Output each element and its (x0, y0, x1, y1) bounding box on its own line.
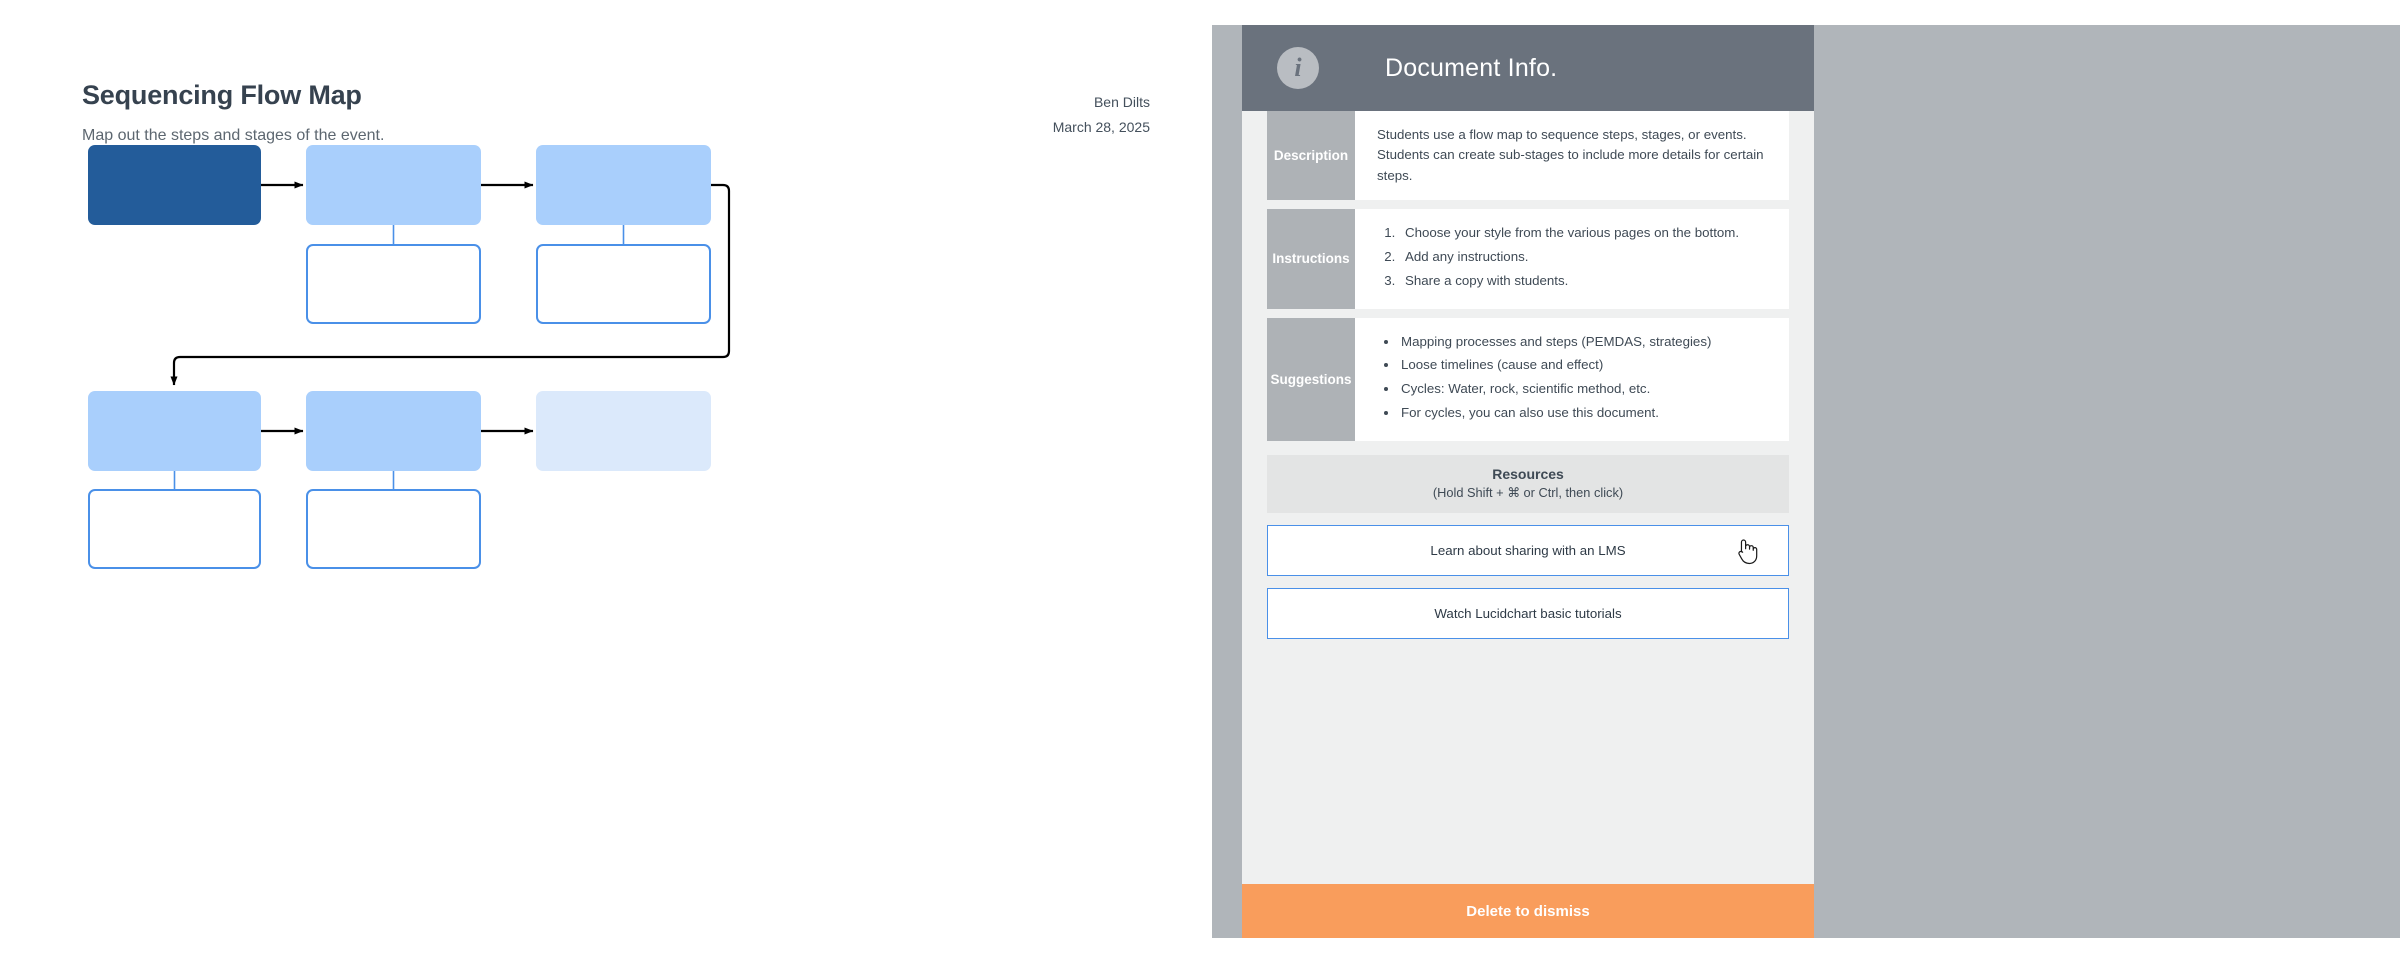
panel-title: Document Info. (1385, 53, 1558, 82)
flow-map-diagram (88, 145, 731, 569)
info-circle-icon: i (1277, 47, 1319, 89)
list-item: Share a copy with students. (1399, 271, 1771, 291)
resource-link-tutorials[interactable]: Watch Lucidchart basic tutorials (1267, 588, 1789, 640)
resource-link-label: Watch Lucidchart basic tutorials (1434, 606, 1622, 622)
instructions-list: Choose your style from the various pages… (1377, 223, 1771, 291)
document-date: March 28, 2025 (1052, 119, 1150, 135)
hand-pointer-cursor-icon (1738, 539, 1758, 564)
delete-to-dismiss-button[interactable]: Delete to dismiss (1242, 884, 1814, 938)
list-item: Mapping processes and steps (PEMDAS, str… (1399, 332, 1771, 352)
flow-node-step2[interactable] (536, 145, 711, 225)
resources-hint: (Hold Shift + ⌘ or Ctrl, then click) (1432, 484, 1624, 500)
row-body-description: Students use a flow map to sequence step… (1377, 127, 1764, 183)
list-item: Add any instructions. (1399, 247, 1771, 267)
list-item: For cycles, you can also use this docume… (1399, 403, 1771, 423)
flow-node-step1[interactable] (306, 145, 481, 225)
flow-node-sub3[interactable] (88, 489, 261, 569)
document-author: Ben Dilts (1093, 94, 1150, 110)
flow-node-sub2[interactable] (536, 244, 711, 324)
document-info-panel: i Document Info. Description Students us… (1242, 25, 1814, 938)
page-title: Sequencing Flow Map (82, 80, 362, 110)
info-row-instructions: Instructions Choose your style from the … (1267, 209, 1789, 309)
suggestions-list: Mapping processes and steps (PEMDAS, str… (1377, 332, 1771, 424)
row-label-description: Description (1267, 111, 1355, 201)
flow-node-step4[interactable] (306, 391, 481, 471)
row-body-suggestions: Mapping processes and steps (PEMDAS, str… (1355, 318, 1789, 441)
resource-link-lms[interactable]: Learn about sharing with an LMS (1267, 525, 1789, 577)
resource-link-label: Learn about sharing with an LMS (1430, 543, 1626, 559)
flow-node-step3[interactable] (88, 391, 261, 471)
row-body-instructions: Choose your style from the various pages… (1355, 209, 1789, 309)
flow-node-sub1[interactable] (306, 244, 481, 324)
resources-title: Resources (1492, 465, 1564, 482)
list-item: Choose your style from the various pages… (1399, 223, 1771, 243)
flow-connectors (170, 181, 731, 489)
row-label-suggestions: Suggestions (1267, 317, 1355, 441)
page-subtitle: Map out the steps and stages of the even… (82, 127, 385, 144)
info-row-suggestions: Suggestions Mapping processes and steps … (1267, 317, 1789, 441)
panel-header: i Document Info. (1242, 25, 1814, 111)
row-label-instructions: Instructions (1267, 209, 1355, 309)
list-item: Cycles: Water, rock, scientific method, … (1399, 379, 1771, 399)
flow-node-sub4[interactable] (306, 489, 481, 569)
flow-node-start[interactable] (88, 145, 261, 225)
document-canvas: Sequencing Flow Map Map out the steps an… (82, 80, 1150, 569)
resources-header: Resources (Hold Shift + ⌘ or Ctrl, then … (1267, 454, 1789, 514)
list-item: Loose timelines (cause and effect) (1399, 355, 1771, 375)
info-row-description: Description Students use a flow map to s… (1267, 111, 1789, 201)
flow-node-step5[interactable] (536, 391, 711, 471)
